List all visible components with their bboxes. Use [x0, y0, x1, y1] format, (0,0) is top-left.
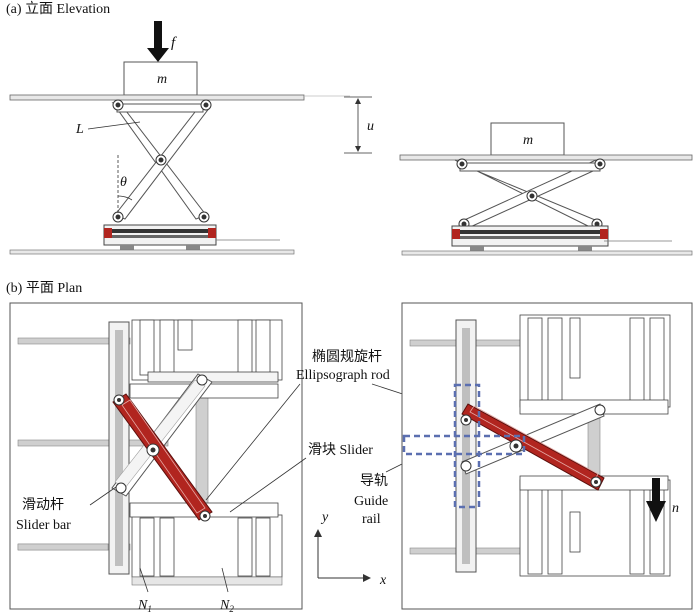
guide-rail-highlight: [402, 383, 526, 509]
mass-block-right: [490, 122, 565, 156]
force-label: f: [171, 35, 177, 51]
displacement-indicator: [344, 96, 372, 154]
ellipsograph-leader-left: [205, 383, 301, 501]
displacement-label: u: [367, 119, 374, 134]
ellipsograph-label-en: Ellipsograph rod: [296, 368, 390, 383]
plan-left: [9, 302, 303, 610]
panel-b-title: (b) 平面 Plan: [6, 281, 82, 296]
theta-arc: [117, 195, 133, 201]
secondary-rod-left: [111, 373, 213, 497]
right-scissor-assembly: m: [399, 122, 693, 256]
direction-label: n: [672, 501, 679, 516]
pins-right: [456, 158, 606, 230]
mass-label-left: m: [157, 72, 167, 87]
top-platform-right: [399, 154, 693, 161]
left-scissor-assembly: f m L θ: [9, 21, 350, 255]
mass-block-left: [123, 61, 198, 96]
guide-rail-label-en-2: rail: [362, 512, 381, 527]
n1-label: N1: [137, 598, 152, 614]
slider-bar-right: [455, 319, 477, 573]
slider-label: 滑块 Slider: [308, 441, 373, 458]
link-label: L: [75, 122, 84, 137]
n2-leader: [221, 567, 229, 593]
n2-label: N2: [219, 598, 234, 614]
slider-leader: [229, 457, 307, 513]
actuator-top-left: [129, 319, 283, 399]
ground-base-right: [401, 250, 693, 256]
slider-bar-label-en: Slider bar: [16, 518, 71, 533]
ellipsograph-rod-right: [460, 403, 605, 491]
direction-arrow: [646, 478, 666, 522]
n1-leader: [139, 567, 149, 593]
base-mechanism-left: [103, 224, 217, 251]
ellipsograph-rod-left: [112, 393, 213, 522]
panel-a-title: (a) 立面 Elevation: [6, 1, 110, 17]
ground-base-left: [9, 249, 295, 255]
actuator-top-right: [519, 314, 671, 415]
slider-bar-label-cn: 滑动杆: [22, 496, 64, 513]
guide-rail-label-cn: 导轨: [360, 473, 388, 489]
top-platform-left: [9, 94, 305, 101]
mass-label-right: m: [523, 133, 533, 148]
plan-right: n: [401, 302, 693, 610]
slider-bar-left: [108, 321, 130, 575]
guide-rail-label-en-1: Guide: [354, 494, 388, 509]
base-mechanism-right: [451, 225, 609, 252]
theta-label: θ: [120, 175, 127, 190]
force-arrow: [147, 21, 169, 62]
axis-x-label: x: [379, 573, 387, 588]
xy-axes: [314, 529, 371, 582]
actuator-bottom-right: [519, 475, 671, 577]
ellipsograph-label-cn: 椭圆规旋杆: [312, 349, 382, 365]
axis-y-label: y: [320, 510, 329, 525]
